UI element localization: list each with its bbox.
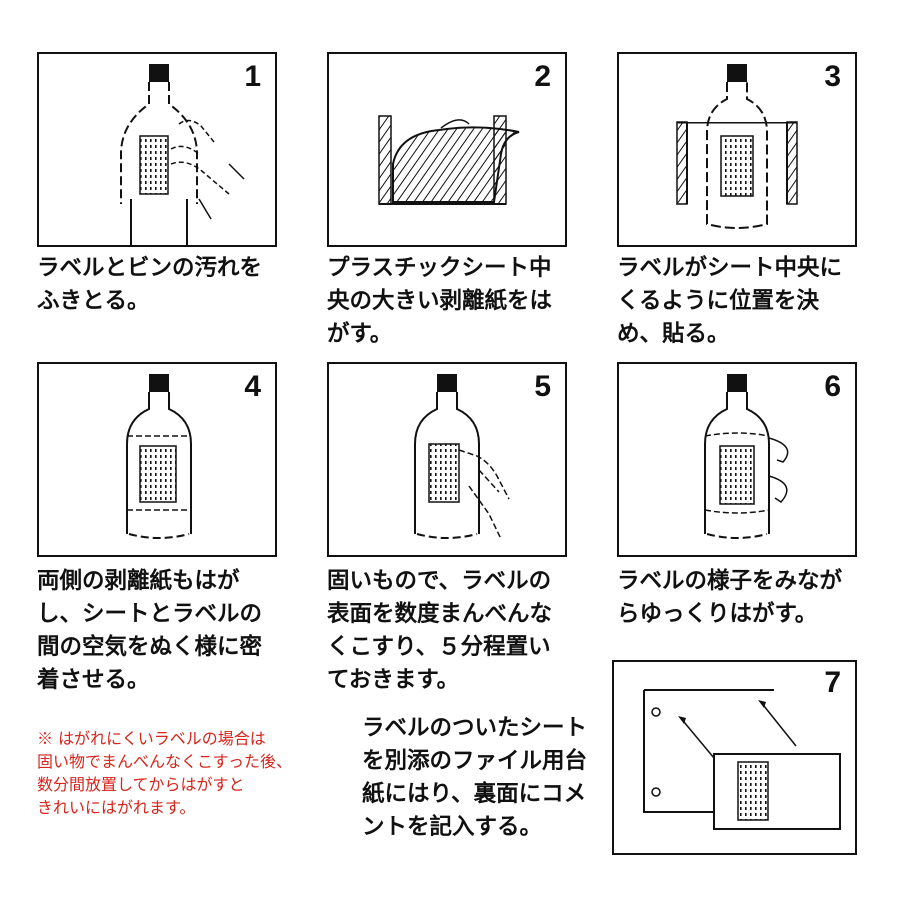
step-4-caption: 両側の剥離紙もはが し、シートとラベルの 間の空気をぬく様に密 着させる。 bbox=[37, 565, 262, 697]
hard-label-note: ※ はがれにくいラベルの場合は 固い物でまんべんなくこすった後、 数分間放置して… bbox=[37, 727, 292, 819]
step-5-caption: 固いもので、ラベルの 表面を数度まんべんな くこすり、５分程置い ておきます。 bbox=[327, 565, 552, 697]
step-2-caption: プラスチックシート中 央の大きい剥離紙をは がす。 bbox=[327, 252, 552, 351]
step-number: 6 bbox=[824, 370, 841, 403]
caption-line: 紙にはり、裏面にコメ bbox=[362, 781, 587, 807]
step-2-illustration: 2 bbox=[327, 52, 567, 247]
caption-line: くこすり、５分程置い bbox=[327, 634, 551, 660]
step-6-caption: ラベルの様子をみなが らゆっくりはがす。 bbox=[617, 565, 842, 631]
step-1-illustration: 1 bbox=[37, 52, 277, 247]
step-7-illustration: 7 bbox=[612, 660, 857, 855]
caption-line: ラベルの様子をみなが bbox=[617, 568, 843, 594]
peel-slowly-drawing bbox=[704, 374, 789, 539]
caption-line: がす。 bbox=[327, 321, 393, 347]
step-number: 5 bbox=[534, 370, 551, 403]
step-number: 2 bbox=[534, 60, 551, 93]
caption-line: ラベルとビンの汚れを bbox=[37, 255, 263, 281]
caption-line: くるように位置を決 bbox=[617, 288, 820, 314]
step-6-illustration: 6 bbox=[617, 362, 857, 557]
caption-line: し、シートとラベルの bbox=[37, 601, 263, 627]
place-sheet-drawing bbox=[676, 64, 798, 229]
caption-line: 着させる。 bbox=[37, 667, 150, 693]
remove-side-backing-drawing bbox=[126, 374, 192, 539]
caption-line: ラベルのついたシート bbox=[362, 715, 588, 741]
step-number: 3 bbox=[824, 60, 841, 93]
step-number: 1 bbox=[244, 60, 261, 93]
step-7-caption: ラベルのついたシート を別添のファイル用台 紙にはり、裏面にコメ ントを記入する… bbox=[362, 712, 587, 844]
caption-line: 表面を数度まんべんな bbox=[327, 601, 553, 627]
bottle-wipe-drawing bbox=[120, 64, 245, 245]
note-line: きれいにはがれます。 bbox=[37, 798, 196, 817]
caption-line: らゆっくりはがす。 bbox=[617, 601, 818, 627]
note-line: 数分間放置してからはがすと bbox=[37, 775, 245, 794]
caption-line: ントを記入する。 bbox=[362, 814, 543, 840]
caption-line: プラスチックシート中 bbox=[327, 255, 552, 281]
note-line: 固い物でまんべんなくこすった後、 bbox=[37, 752, 293, 771]
caption-line: ふきとる。 bbox=[37, 288, 150, 314]
step-4-illustration: 4 bbox=[37, 362, 277, 557]
peel-backing-drawing bbox=[378, 115, 520, 205]
step-3-caption: ラベルがシート中央に くるように位置を決 め、貼る。 bbox=[617, 252, 842, 351]
caption-line: 央の大きい剥離紙をは bbox=[327, 288, 553, 314]
caption-line: を別添のファイル用台 bbox=[362, 748, 588, 774]
caption-line: 固いもので、ラベルの bbox=[327, 568, 552, 594]
caption-line: ておきます。 bbox=[327, 667, 460, 693]
note-line: ※ はがれにくいラベルの場合は bbox=[37, 729, 266, 748]
caption-line: め、貼る。 bbox=[617, 321, 730, 347]
rub-label-drawing bbox=[414, 374, 510, 540]
step-number: 7 bbox=[824, 666, 841, 699]
caption-line: 両側の剥離紙もはが bbox=[37, 568, 240, 594]
step-1-caption: ラベルとビンの汚れを ふきとる。 bbox=[37, 252, 262, 318]
file-mount-drawing bbox=[643, 689, 841, 830]
step-number: 4 bbox=[244, 370, 261, 403]
step-5-illustration: 5 bbox=[327, 362, 567, 557]
step-3-illustration: 3 bbox=[617, 52, 857, 247]
caption-line: ラベルがシート中央に bbox=[617, 255, 843, 281]
caption-line: 間の空気をぬく様に密 bbox=[37, 634, 263, 660]
